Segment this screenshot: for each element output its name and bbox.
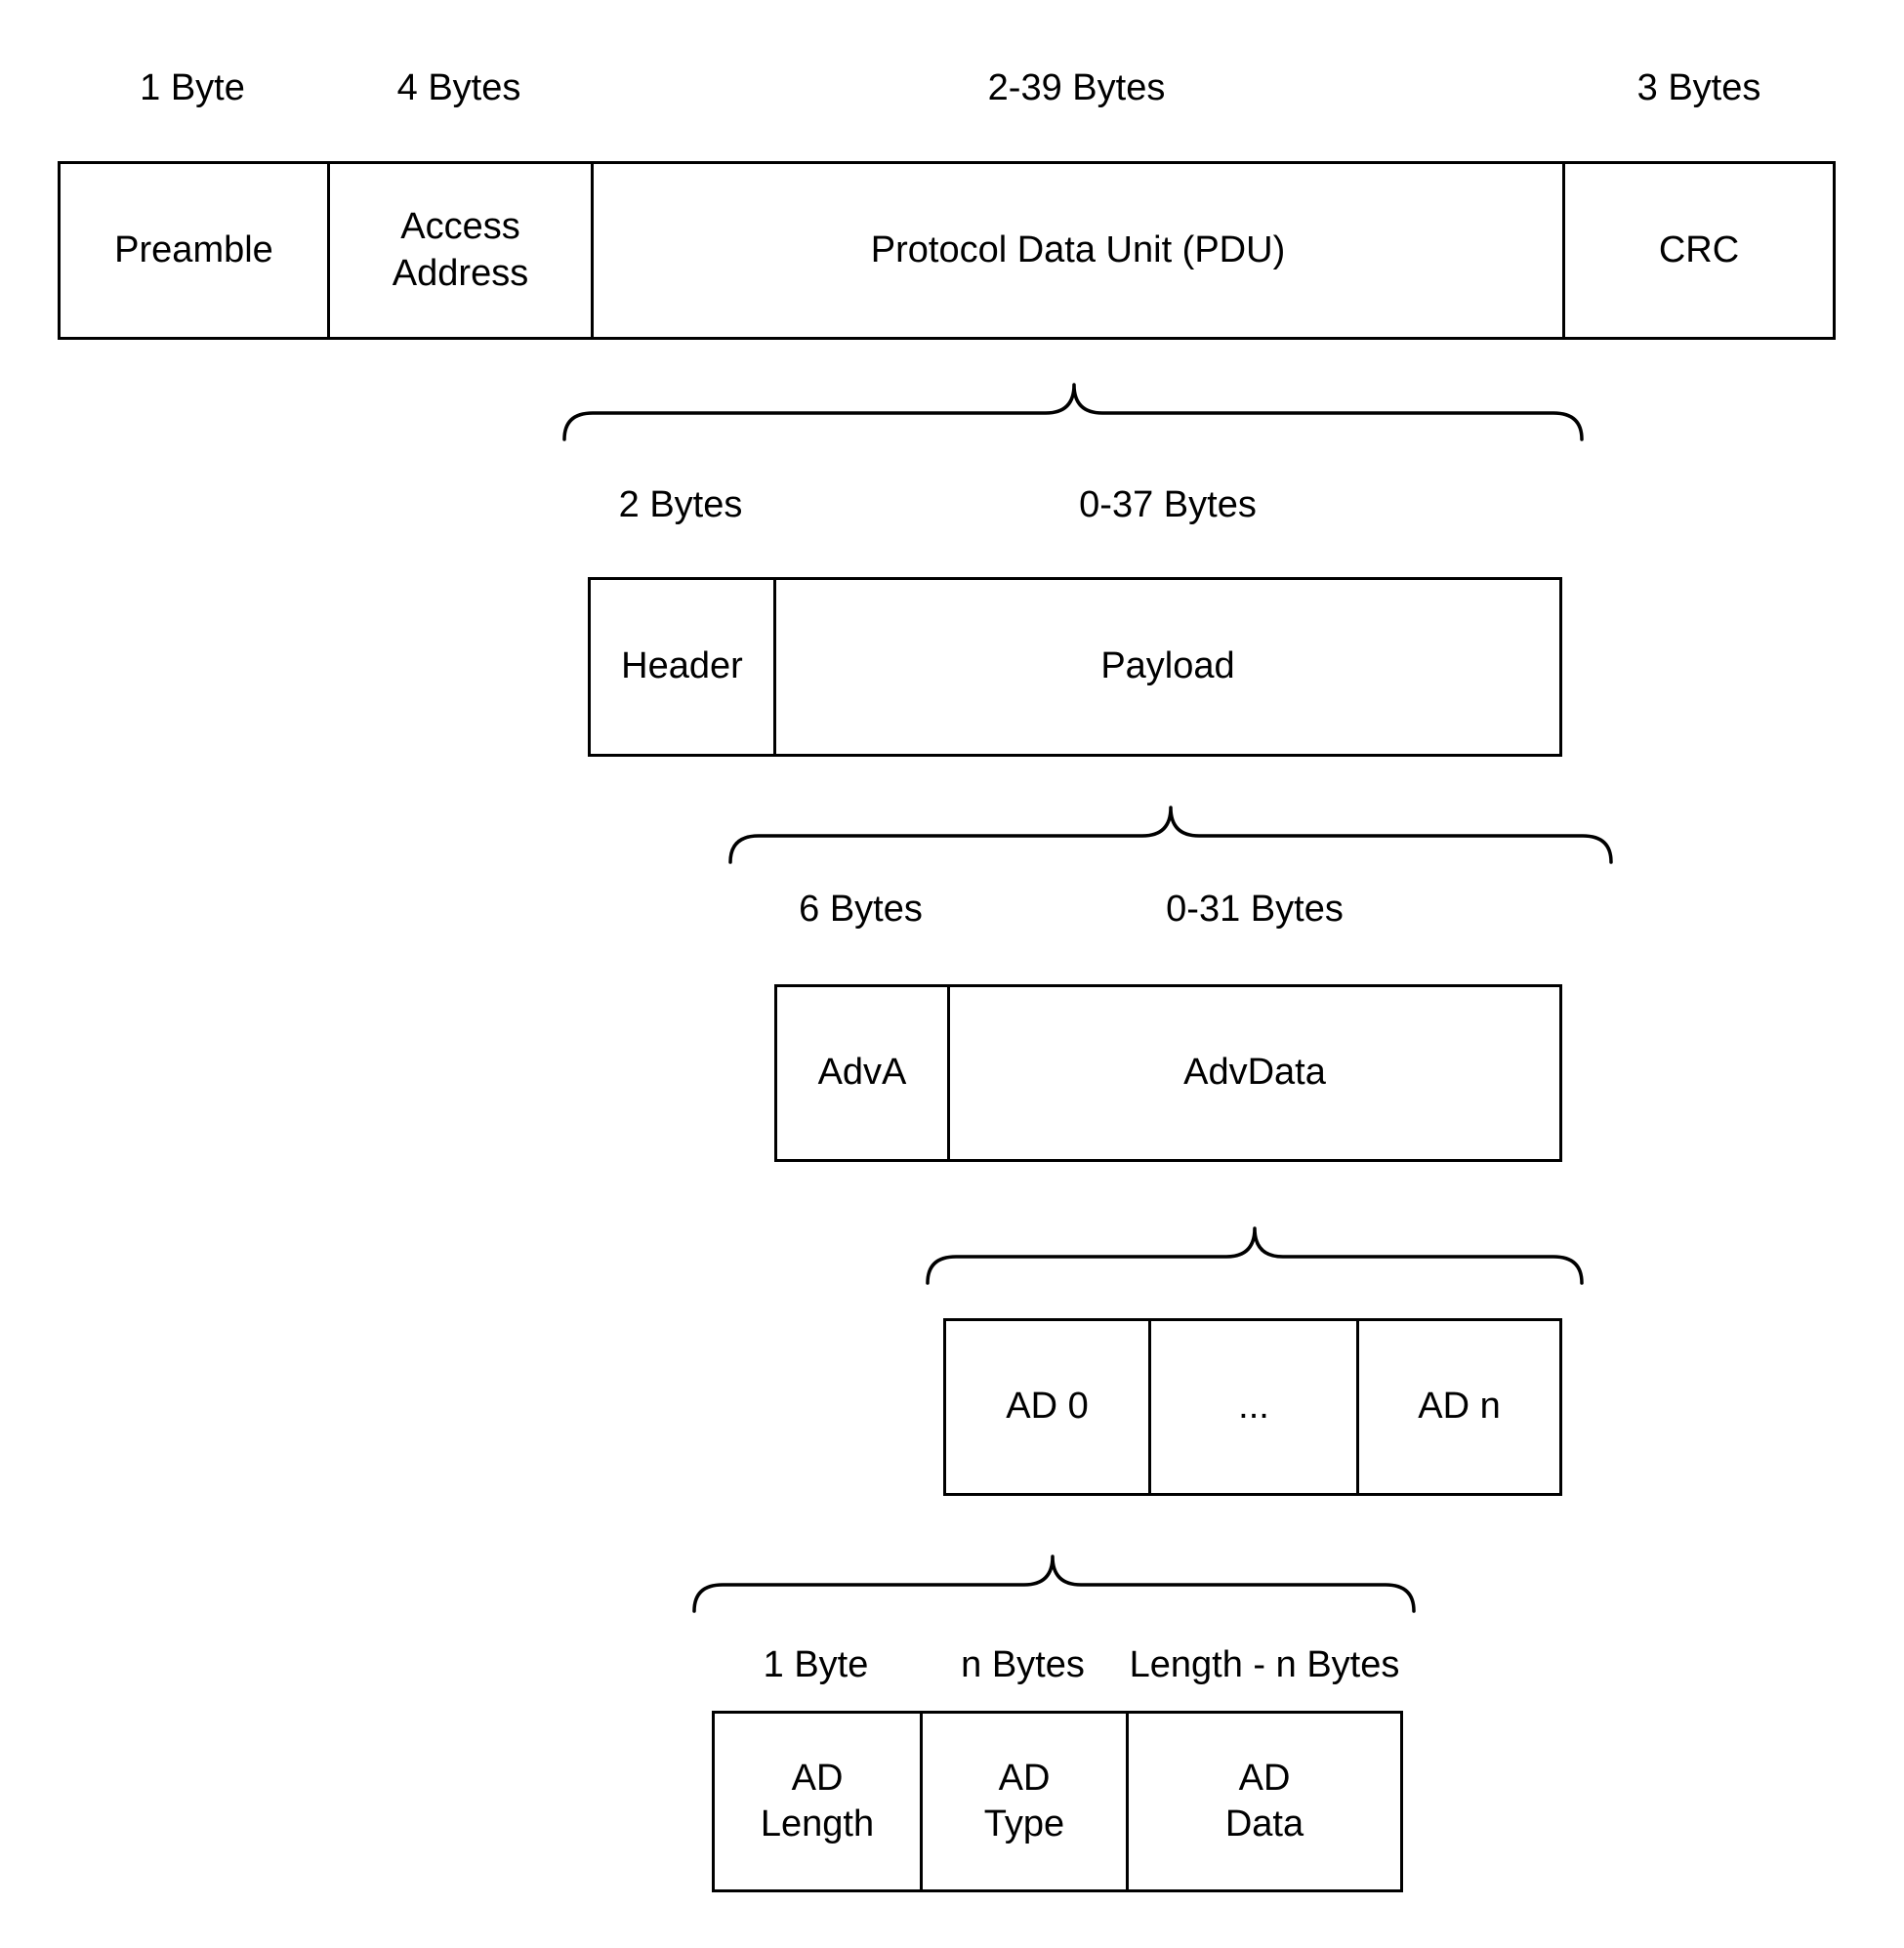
box-ad-ellipsis: ... — [1148, 1321, 1356, 1493]
size-label-crc: 3 Bytes — [1636, 66, 1761, 108]
brace-advdata-expansion — [926, 1226, 1584, 1285]
brace-pdu-expansion — [562, 383, 1584, 441]
box-crc: CRC — [1562, 164, 1833, 337]
size-label-advdata: 0-31 Bytes — [1166, 888, 1344, 930]
box-ad0: AD 0 — [1006, 1386, 1089, 1428]
size-label-ad-length: 1 Byte — [763, 1643, 869, 1685]
box-header: Header — [621, 645, 743, 687]
box-adva: AdvA — [817, 1052, 907, 1094]
size-label-preamble: 1 Byte — [140, 66, 245, 108]
size-label-ad-type: n Bytes — [961, 1643, 1085, 1685]
pdu-row: Header Payload — [588, 577, 1562, 757]
payload-row: AdvA AdvData — [774, 984, 1562, 1162]
box-preamble: Preamble — [114, 228, 273, 270]
size-label-header: 2 Bytes — [618, 483, 743, 525]
advdata-row: AD 0 ... AD n — [943, 1318, 1562, 1496]
brace-payload-expansion — [728, 806, 1613, 864]
box-adn: AD n — [1356, 1321, 1559, 1493]
size-label-adva: 6 Bytes — [799, 888, 923, 930]
box-pdu: Protocol Data Unit (PDU) — [591, 164, 1562, 337]
size-label-access-address: 4 Bytes — [396, 66, 521, 108]
size-label-ad-data: Length - n Bytes — [1129, 1643, 1400, 1685]
size-label-payload: 0-37 Bytes — [1079, 483, 1257, 525]
size-label-pdu: 2-39 Bytes — [987, 66, 1166, 108]
brace-ad0-expansion — [692, 1554, 1416, 1613]
box-payload: Payload — [773, 580, 1559, 754]
box-advdata: AdvData — [947, 987, 1559, 1159]
